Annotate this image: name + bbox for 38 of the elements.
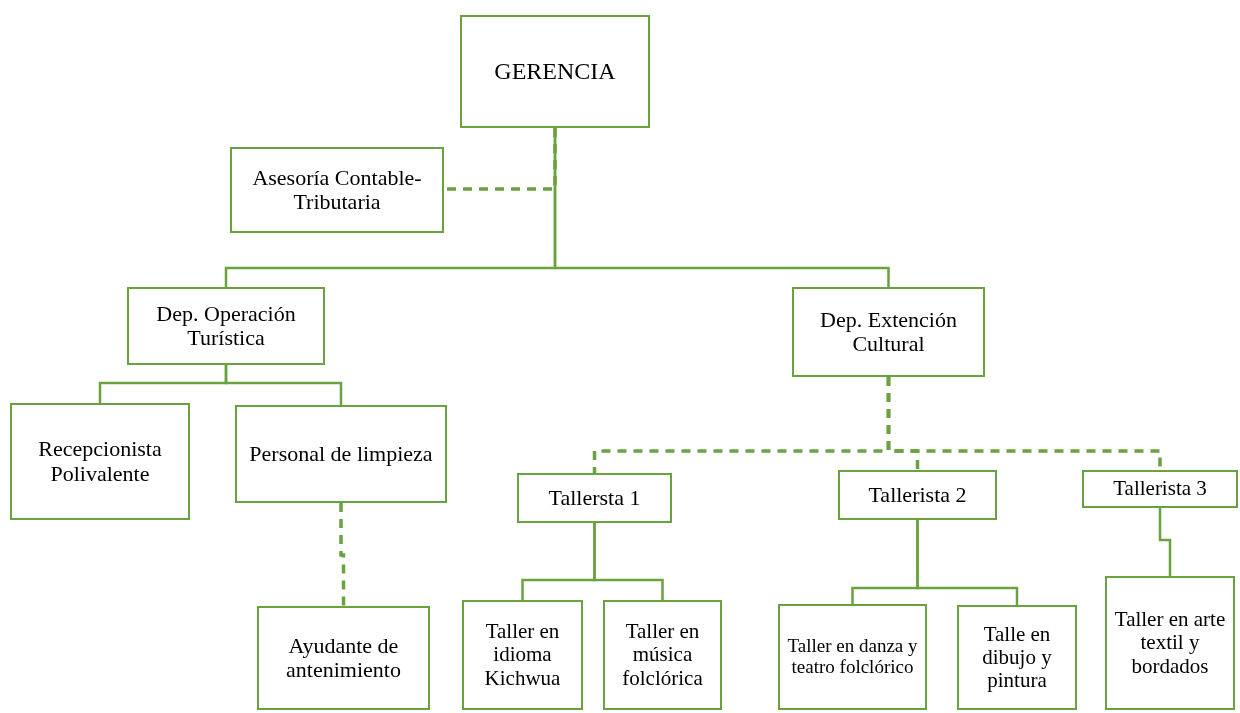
box-label: Personal de limpieza	[249, 441, 433, 467]
box-label: Dep. Extención Cultural	[819, 307, 958, 357]
org-box	[603, 600, 722, 710]
org-box	[792, 287, 985, 377]
org-box	[1082, 470, 1238, 508]
box-label: Taller en idioma Kichwua	[483, 620, 562, 690]
org-box	[778, 604, 927, 710]
box-label: Dep. Operación Turística	[155, 301, 297, 351]
org-box	[257, 606, 430, 710]
box-label: Taller en música folclórica	[621, 620, 704, 690]
connector-line	[553, 128, 890, 287]
org-box	[235, 405, 447, 503]
box-label: Tallersta 1	[548, 485, 641, 511]
org-box	[460, 15, 650, 128]
org-box	[127, 287, 325, 365]
connector-line	[1158, 508, 1172, 576]
connector-line	[224, 365, 343, 405]
org-box	[517, 473, 672, 523]
connector-line	[916, 520, 1019, 605]
box-label: Asesoría Contable-Tributaria	[251, 165, 423, 215]
box-label: Talle en dibujo y pintura	[981, 622, 1053, 693]
org-box	[230, 147, 444, 233]
box-label: Taller en arte textil y bordados	[1113, 608, 1227, 678]
box-label: Tallerista 3	[1113, 477, 1207, 501]
connector-line	[444, 128, 557, 191]
org-box	[838, 470, 997, 520]
org-box	[462, 600, 583, 710]
connector-line	[593, 523, 664, 600]
connector-line	[339, 503, 346, 606]
org-box	[957, 605, 1077, 710]
box-label: Taller en danza y teatro folclórico	[786, 636, 919, 678]
box-label: Recepcionista Polivalente	[37, 437, 163, 486]
connector-line	[886, 377, 1162, 470]
org-box	[10, 403, 190, 520]
org-box	[1105, 576, 1235, 710]
box-label: GERENCIA	[494, 58, 616, 85]
box-label: Ayudante de antenimiento	[285, 633, 402, 683]
box-label: Tallerista 2	[868, 482, 967, 508]
